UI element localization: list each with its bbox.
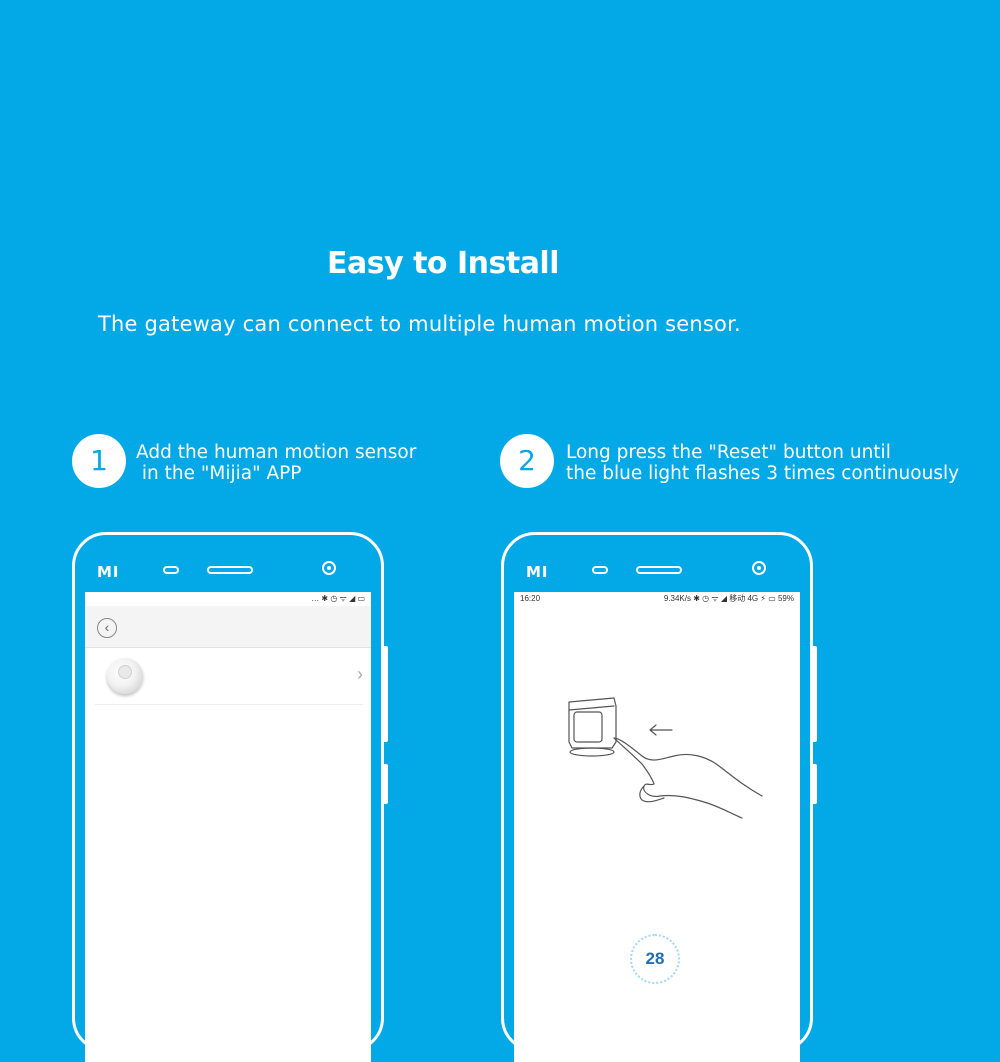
phone-brand-logo: MI — [97, 563, 120, 581]
front-sensor-icon — [322, 561, 336, 575]
camera-icon — [163, 566, 179, 574]
hand-lower-outline — [613, 737, 743, 819]
sensor-lens — [573, 711, 603, 743]
phone-2-screen: 16:20 9.34K/s ✱ ◷ ᯤ ◢ 移动 4G ⚡ ▭ 59% 28 — [514, 592, 800, 1062]
status-icons: … ✱ ◷ ᯤ ◢ ▭ — [311, 594, 365, 603]
phone-1-power-button — [384, 764, 388, 804]
status-bar: 16:20 9.34K/s ✱ ◷ ᯤ ◢ 移动 4G ⚡ ▭ 59% — [514, 592, 800, 606]
step-2-number: 2 — [500, 434, 554, 488]
phone-brand-logo: MI — [526, 563, 549, 581]
phone-2: MI 16:20 9.34K/s ✱ ◷ ᯤ ◢ 移动 4G ⚡ ▭ 59% — [501, 532, 813, 1062]
status-icons: 9.34K/s ✱ ◷ ᯤ ◢ 移动 4G ⚡ ▭ 59% — [663, 594, 794, 603]
headline: Easy to Install — [326, 246, 560, 281]
phone-1: MI … ✱ ◷ ᯤ ◢ ▭ ‹ › — [72, 532, 384, 1062]
status-bar: … ✱ ◷ ᯤ ◢ ▭ — [85, 592, 371, 606]
sensor-body — [568, 697, 617, 749]
reset-button-illustration — [568, 697, 763, 819]
chevron-right-icon: › — [357, 664, 363, 684]
step-2-line-1: Long press the "Reset" button until — [566, 442, 891, 463]
step-2-line-2: the blue light flashes 3 times continuou… — [566, 463, 960, 484]
subtitle: The gateway can connect to multiple huma… — [98, 312, 741, 336]
sensor-top-edge — [568, 705, 615, 711]
sensor-base — [569, 747, 615, 757]
hand-finger-outline — [639, 785, 665, 803]
step-1-line-1: Add the human motion sensor — [136, 442, 417, 463]
phone-1-screen: … ✱ ◷ ᯤ ◢ ▭ ‹ › — [85, 592, 371, 1062]
back-button[interactable]: ‹ — [97, 618, 117, 638]
speaker-grille-icon — [636, 566, 682, 574]
step-2-text: Long press the "Reset" button until the … — [566, 442, 959, 484]
camera-icon — [592, 566, 608, 574]
list-item-motion-sensor[interactable]: › — [95, 648, 363, 705]
speaker-grille-icon — [207, 566, 253, 574]
back-icon: ‹ — [104, 619, 110, 635]
motion-sensor-device-image — [107, 658, 143, 694]
step-1-text: Add the human motion sensor in the "Miji… — [136, 442, 416, 484]
arrow-left-icon — [649, 724, 673, 736]
phone-2-volume-button — [813, 646, 817, 742]
phone-1-volume-button — [384, 646, 388, 742]
app-header: ‹ — [85, 606, 371, 648]
countdown-timer: 28 — [630, 934, 680, 984]
step-1-line-2: in the "Mijia" APP — [136, 463, 302, 484]
hand-upper-outline — [613, 737, 763, 797]
front-sensor-icon — [752, 561, 766, 575]
status-time: 16:20 — [520, 594, 541, 603]
step-1-number: 1 — [72, 434, 126, 488]
phone-2-power-button — [813, 764, 817, 804]
